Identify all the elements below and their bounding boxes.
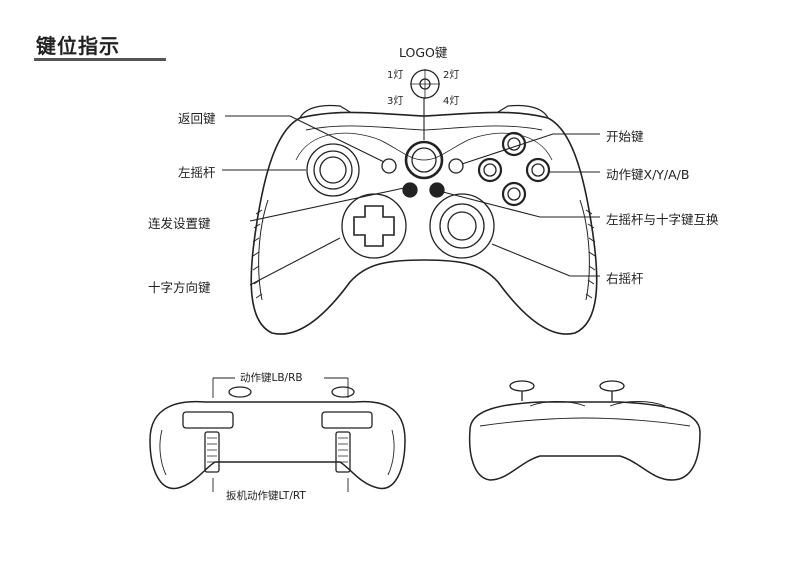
turbo-key-label: 连发设置键 [148,213,211,232]
start-key-label: 开始键 [606,126,644,145]
controller-top-view [150,378,405,492]
lamp-4-label: 4灯 [443,92,459,107]
controller-side-view [470,381,700,480]
left-stick [307,144,359,196]
logo-lamp-indicator [410,69,440,99]
dpad-label: 十字方向键 [148,277,211,296]
left-stick-label: 左摇杆 [178,162,216,181]
logo-key-label: LOGO键 [399,42,447,61]
lamp-3-label: 3灯 [387,92,403,107]
action-xyab-label: 动作键X/Y/A/B [606,164,689,183]
swap-label: 左摇杆与十字键互换 [606,209,719,228]
turbo-button [403,183,417,197]
lt-rt-label: 扳机动作键LT/RT [226,488,306,503]
back-key-label: 返回键 [178,108,216,127]
lb-rb-label: 动作键LB/RB [240,370,303,385]
lamp-1-label: 1灯 [387,66,403,81]
right-stick-label: 右摇杆 [606,268,644,287]
swap-button [430,183,444,197]
lamp-2-label: 2灯 [443,66,459,81]
dpad [342,194,406,258]
start-button [449,159,463,173]
back-button [382,159,396,173]
right-stick [430,194,494,258]
